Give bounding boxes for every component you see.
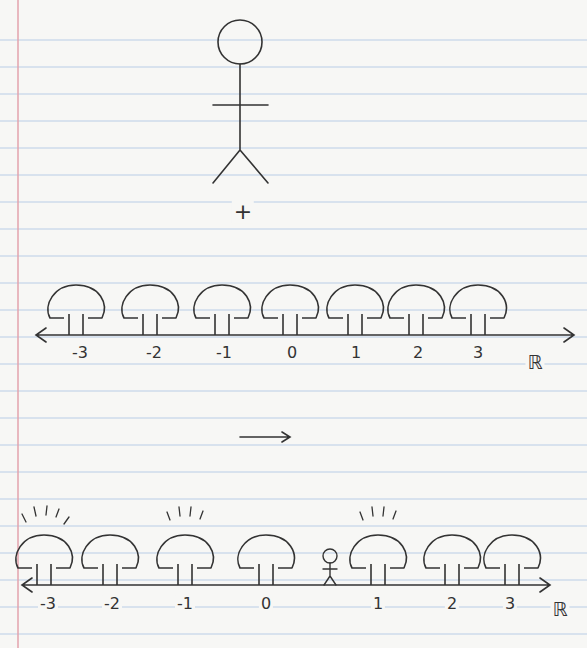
tick-label: 3 (503, 595, 517, 613)
mushroom-row-bottom (16, 535, 540, 585)
transition-arrow (240, 432, 290, 442)
ruled-lines (0, 40, 587, 634)
tick-label: -2 (144, 344, 164, 362)
tick-label: -3 (70, 344, 90, 362)
tick-label: -1 (214, 344, 234, 362)
tick-label: 0 (285, 344, 299, 362)
stick-figure (213, 20, 268, 183)
tick-label: 3 (471, 344, 485, 362)
tick-label: 1 (349, 344, 363, 362)
tick-label: 2 (445, 595, 459, 613)
axis-name: ℝ (525, 352, 544, 373)
tick-label: 0 (259, 595, 273, 613)
axis-name: ℝ (550, 599, 569, 620)
plus-sign: + (232, 200, 254, 224)
number-line-top (36, 328, 574, 342)
tick-label: -1 (175, 595, 195, 613)
motion-lines (22, 506, 396, 524)
small-stick-figure (323, 549, 337, 585)
tick-label: -3 (38, 595, 58, 613)
tick-label: 1 (371, 595, 385, 613)
number-line-bottom (22, 578, 550, 592)
mushroom-row-top (48, 285, 506, 335)
tick-label: 2 (411, 344, 425, 362)
tick-label: -2 (102, 595, 122, 613)
